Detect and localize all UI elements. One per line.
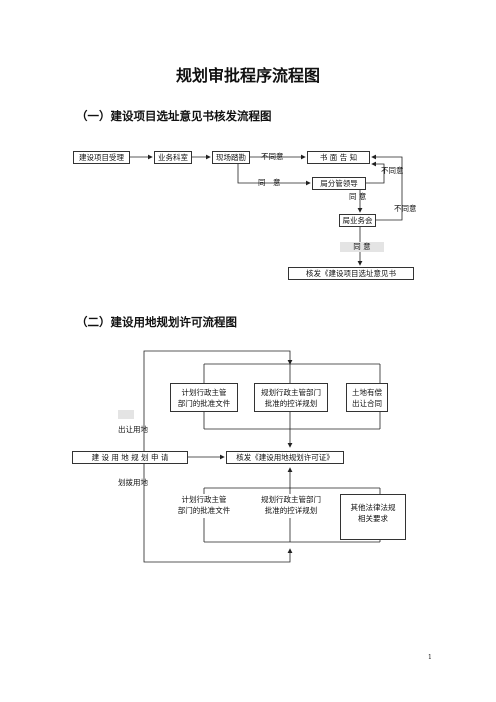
- label-agree-3: 同 意: [340, 242, 384, 252]
- top-box-land-contract: 土地有偿 出让合同: [346, 383, 388, 412]
- box-line: 批准的控详规划: [264, 399, 318, 408]
- node-accept: 建设项目受理: [73, 151, 130, 164]
- label-disagree-3: 不同意: [394, 204, 417, 213]
- box-line: 计划行政主管: [181, 495, 227, 504]
- bottom-box-other-laws: 其他法律法规 相关要求: [340, 494, 406, 540]
- node-meeting: 局业务会: [339, 214, 376, 227]
- top-box-control-plan: 规划行政主管部门 批准的控详规划: [254, 383, 328, 412]
- node-apply: 建 设 用 地 规 划 申 请: [72, 451, 188, 464]
- page-title: 规划审批程序流程图: [175, 66, 320, 85]
- label-disagree-2: 不同意: [381, 166, 404, 175]
- box-line: 部门的批准文件: [177, 506, 231, 515]
- box-line: 计划行政主管: [181, 388, 227, 397]
- section2-heading: （二）建设用地规划许可流程图: [76, 315, 237, 329]
- node-issue-opinion: 核发《建设项目选址意见书: [288, 267, 414, 280]
- shaded-marker: [118, 410, 134, 419]
- box-line: 土地有偿: [352, 388, 382, 397]
- node-business: 业务科室: [154, 151, 192, 164]
- node-deputy: 局分管领导: [312, 177, 366, 190]
- label-transfer-land: 出让用地: [118, 425, 148, 434]
- top-box-plan-approval: 计划行政主管 部门的批准文件: [170, 383, 238, 412]
- bottom-box-plan-approval: 计划行政主管 部门的批准文件: [170, 494, 238, 518]
- node-survey: 现场踏勘: [212, 151, 250, 164]
- box-line: 相关要求: [358, 514, 388, 523]
- page-number: 1: [428, 654, 432, 661]
- box-line: 部门的批准文件: [177, 399, 231, 408]
- box-line: 批准的控详规划: [264, 506, 318, 515]
- label-disagree-1: 不同意: [261, 152, 284, 161]
- box-line: 其他法律法规: [350, 503, 396, 512]
- node-issue-permit: 核发《建设用地规划许可证》: [226, 451, 344, 464]
- box-line: 出让合同: [352, 399, 382, 408]
- section1-heading: （一）建设项目选址意见书核发流程图: [76, 109, 272, 123]
- label-agree-1: 同 意: [258, 178, 281, 187]
- bottom-box-control-plan: 规划行政主管部门 批准的控详规划: [254, 494, 328, 518]
- box-line: 规划行政主管部门: [261, 495, 321, 504]
- label-agree-2: 同 意: [349, 192, 367, 201]
- node-notice: 书 面 告 知: [307, 151, 370, 164]
- label-allocate-land: 划拨用地: [118, 478, 148, 487]
- box-line: 规划行政主管部门: [261, 388, 321, 397]
